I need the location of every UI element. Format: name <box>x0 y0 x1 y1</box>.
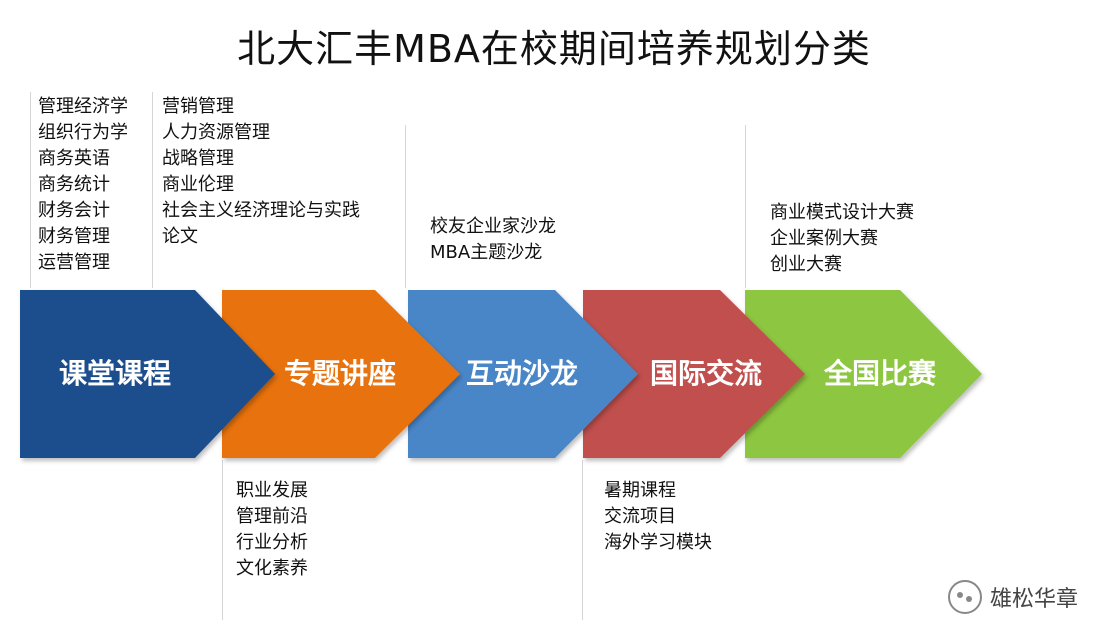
competition-item: 企业案例大赛 <box>770 228 878 249</box>
lecture-item: 文化素养 <box>236 558 308 579</box>
salon-item: MBA主题沙龙 <box>430 242 543 263</box>
competition-item: 商业模式设计大赛 <box>770 202 914 223</box>
separator-line <box>745 125 746 288</box>
stage-arrow-2 <box>222 290 460 458</box>
lecture-item: 行业分析 <box>236 532 308 553</box>
stage-label-1: 课堂课程 <box>59 357 171 390</box>
watermark-text: 雄松华章 <box>989 587 1078 612</box>
courses-list-2: 营销管理人力资源管理战略管理商业伦理社会主义经济理论与实践论文 <box>162 94 360 250</box>
international-item: 交流项目 <box>604 506 676 527</box>
course-item: 管理经济学 <box>38 96 128 117</box>
stage-label-5: 全国比赛 <box>823 357 937 390</box>
stage-label-3: 互动沙龙 <box>466 357 578 390</box>
course-item: 战略管理 <box>162 148 234 169</box>
stage-arrow-3 <box>408 290 638 458</box>
course-item: 论文 <box>162 226 198 247</box>
separator-line <box>30 92 31 288</box>
course-item: 社会主义经济理论与实践 <box>162 200 360 221</box>
international-list: 暑期课程交流项目海外学习模块 <box>604 478 712 556</box>
course-item: 营销管理 <box>162 96 234 117</box>
watermark: 雄松华章 <box>947 580 1078 614</box>
stage-arrow-4 <box>583 290 805 458</box>
course-item: 商务英语 <box>38 148 110 169</box>
diagram-title: 北大汇丰MBA在校期间培养规划分类 <box>237 27 871 71</box>
separator-line <box>152 92 153 288</box>
courses-list-1: 管理经济学组织行为学商务英语商务统计财务会计财务管理运营管理 <box>38 94 128 276</box>
course-item: 人力资源管理 <box>162 122 270 143</box>
salons-list: 校友企业家沙龙 MBA主题沙龙 <box>430 214 556 266</box>
competitions-list: 商业模式设计大赛企业案例大赛创业大赛 <box>770 200 914 278</box>
course-item: 商务统计 <box>38 174 110 195</box>
course-item: 组织行为学 <box>38 122 128 143</box>
lecture-item: 职业发展 <box>236 480 308 501</box>
stage-label-2: 专题讲座 <box>284 357 396 390</box>
salon-item: 校友企业家沙龙 <box>430 216 556 237</box>
international-item: 暑期课程 <box>604 480 676 501</box>
course-item: 运营管理 <box>38 252 110 273</box>
stage-arrow-5 <box>745 290 982 458</box>
separator-line <box>222 460 223 620</box>
wechat-icon <box>947 580 982 614</box>
international-item: 海外学习模块 <box>604 532 712 553</box>
course-item: 商业伦理 <box>162 174 234 195</box>
separator-line <box>582 460 583 620</box>
competition-item: 创业大赛 <box>770 254 842 275</box>
course-item: 财务管理 <box>38 226 110 247</box>
stage-arrow-1 <box>20 290 275 458</box>
stage-label-4: 国际交流 <box>650 357 762 390</box>
course-item: 财务会计 <box>38 200 110 221</box>
lecture-item: 管理前沿 <box>236 506 308 527</box>
separator-line <box>405 125 406 288</box>
lectures-list: 职业发展管理前沿行业分析文化素养 <box>236 478 308 582</box>
